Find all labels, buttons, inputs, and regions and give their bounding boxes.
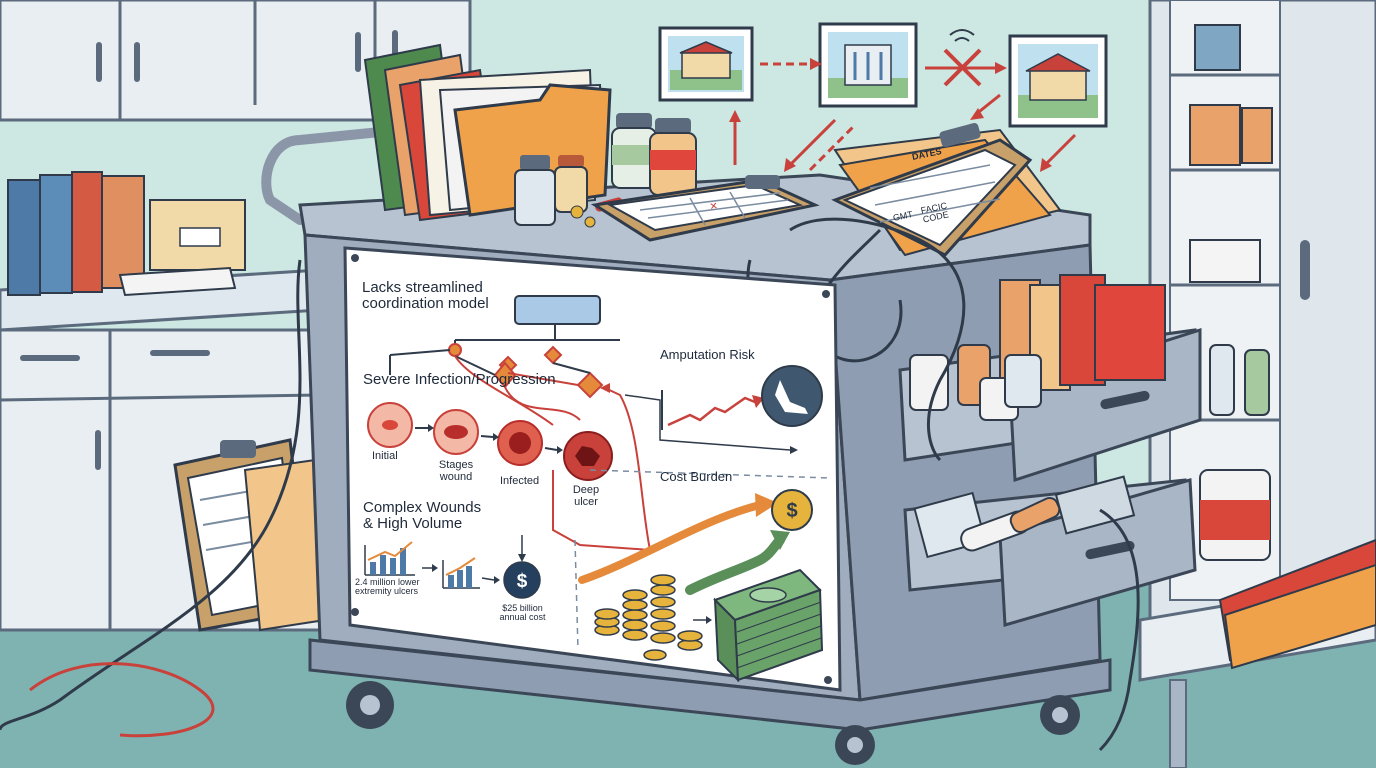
pill-bottles xyxy=(514,113,697,228)
wound-stage-circles xyxy=(367,402,613,481)
leg-icon xyxy=(761,365,823,427)
dollar-icon xyxy=(771,489,813,531)
amputation-title: Amputation Risk xyxy=(660,347,755,362)
hospital-icon xyxy=(679,41,733,79)
coordination-title: Lacks streamlined coordination model xyxy=(362,279,489,312)
cost-burden-title: Cost Burden xyxy=(660,469,733,484)
clipboard-left xyxy=(173,438,327,632)
cost-stat: $25 billion annual cost xyxy=(499,603,546,623)
wifi-icon xyxy=(949,29,975,42)
dates-clipboard xyxy=(831,122,1062,257)
complex-wounds-title: Complex Wounds & High Volume xyxy=(363,499,482,532)
side-table xyxy=(1138,469,1376,768)
stage-label-stages-wound: Stages wound xyxy=(438,459,474,483)
svg-text:$: $ xyxy=(517,571,528,592)
svg-text:$: $ xyxy=(786,500,797,522)
money-stack-icon xyxy=(713,568,824,683)
stage-label-infected: Infected xyxy=(500,475,540,487)
hospital-icon xyxy=(844,44,892,86)
red-cable xyxy=(29,662,215,738)
clipboard-icon: ✕ xyxy=(590,175,820,242)
house-icon xyxy=(1025,53,1091,101)
binders xyxy=(7,171,246,297)
facility-flow xyxy=(658,22,1108,172)
infographic-poster: $ xyxy=(343,246,842,692)
infection-title: Severe Infection/Progression xyxy=(363,371,556,388)
small-bar-chart: $ xyxy=(364,535,541,599)
stage-label-deep-ulcer: Deep ulcer xyxy=(572,484,600,508)
drawer-contents-top xyxy=(909,274,1166,421)
coin-stack-icon xyxy=(594,574,703,661)
stage-label-initial: Initial xyxy=(372,450,398,462)
svg-text:✕: ✕ xyxy=(709,201,719,213)
drawer-contents-bottom xyxy=(913,475,1136,559)
cable-right xyxy=(1098,508,1140,752)
ulcer-stat: 2.4 million lower extremity ulcers xyxy=(355,577,420,597)
cable-floor xyxy=(0,259,302,731)
